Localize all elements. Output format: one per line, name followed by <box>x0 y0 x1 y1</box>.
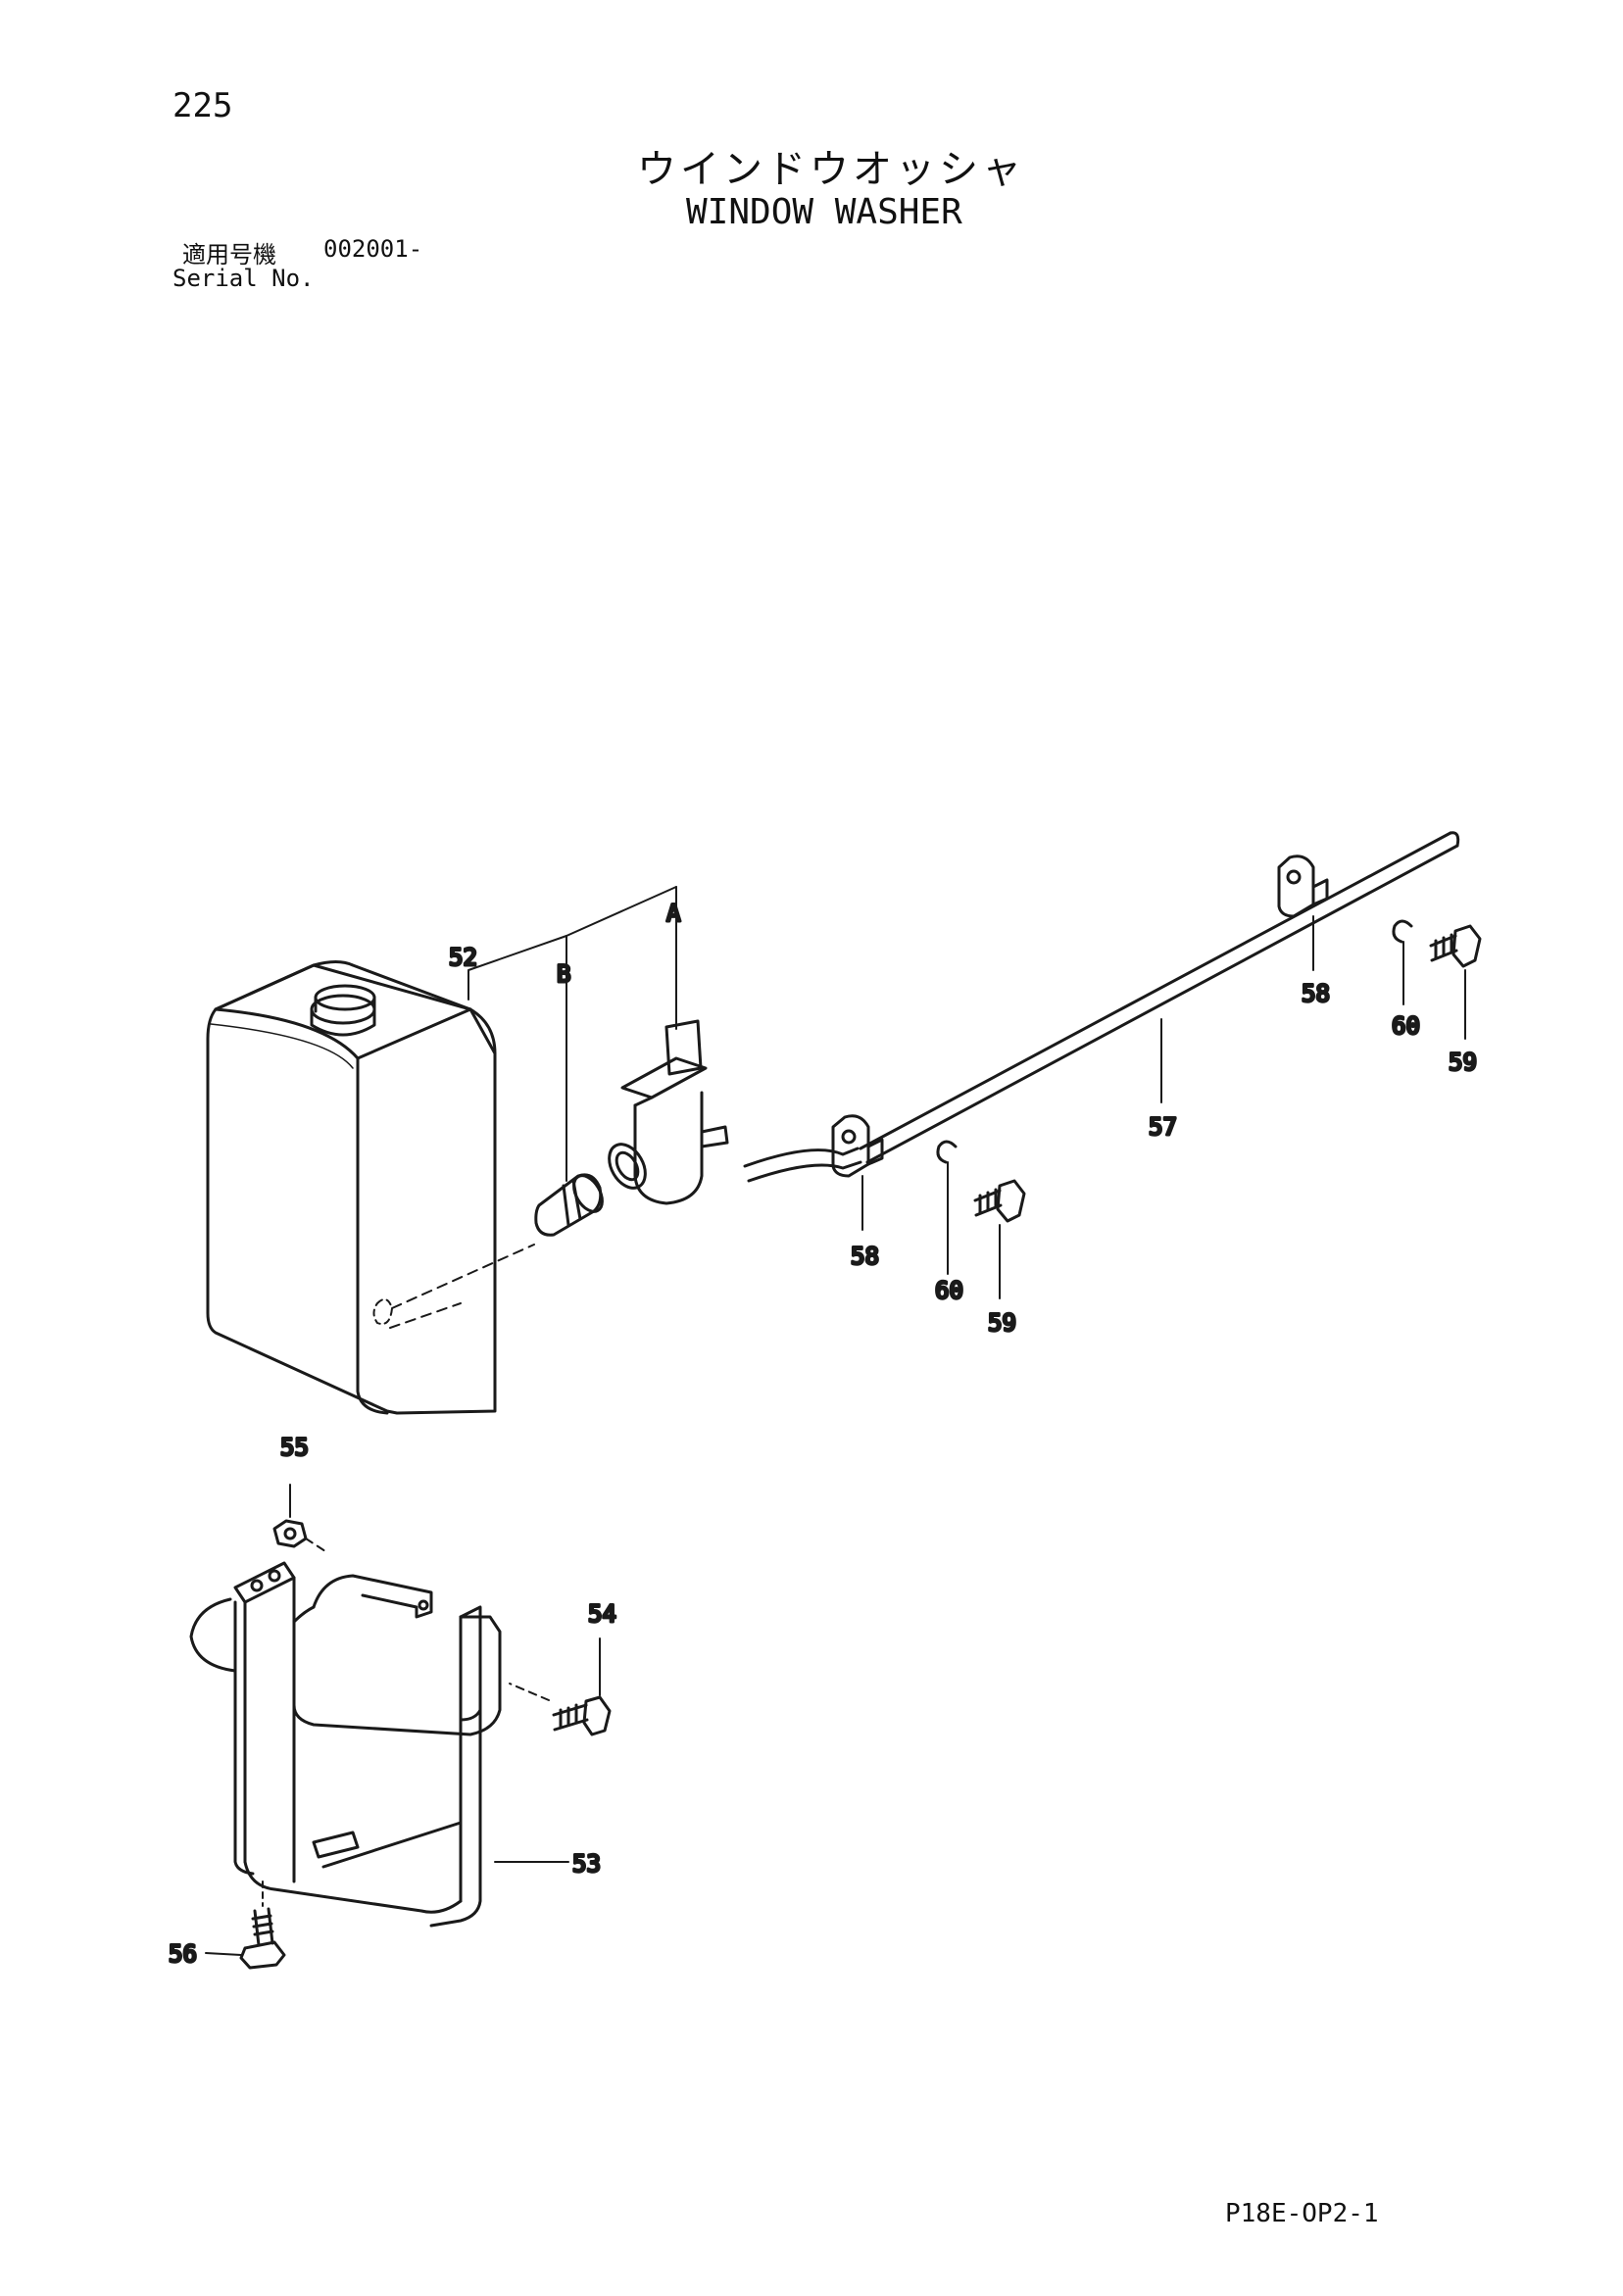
grommet <box>534 1173 604 1237</box>
callout-52: 52 <box>449 944 477 971</box>
sheet-code: P18E-OP2-1 <box>1225 2199 1379 2228</box>
hex-nut <box>272 1484 329 1554</box>
hose-clamp-upper <box>1277 855 1329 918</box>
mounting-bolt <box>509 1637 612 1736</box>
bolt-upper <box>1429 924 1482 968</box>
page-number: 225 <box>172 86 233 125</box>
callout-60-lower: 60 <box>935 1277 963 1304</box>
lock-washer-lower <box>936 1140 958 1164</box>
callout-58-upper: 58 <box>1302 980 1330 1007</box>
hose-clamp-lower <box>831 1114 884 1178</box>
callout-55: 55 <box>280 1434 309 1461</box>
callout-59-lower: 59 <box>988 1309 1016 1337</box>
callout-leaders-tank <box>467 886 677 1182</box>
callout-59-upper: 59 <box>1449 1049 1477 1076</box>
tank-bracket <box>189 1561 502 1928</box>
flange-bolt <box>205 1881 286 1970</box>
bolt-lower <box>973 1179 1026 1223</box>
washer-pump <box>608 1019 729 1205</box>
callout-56: 56 <box>169 1940 197 1968</box>
washer-tank <box>206 960 535 1415</box>
page-title-japanese: ウインドウオッシャ <box>637 147 1025 192</box>
callout-54: 54 <box>588 1600 616 1628</box>
callout-B: B <box>557 960 570 988</box>
callout-60-upper: 60 <box>1392 1012 1420 1040</box>
callout-A: A <box>666 900 681 927</box>
callout-57: 57 <box>1149 1113 1177 1141</box>
washer-hose <box>743 831 1460 1183</box>
serial-label-japanese: 適用号機 <box>182 241 276 269</box>
callout-leaders <box>494 915 1466 1863</box>
lock-washer-upper <box>1392 919 1413 944</box>
callout-58-lower: 58 <box>851 1243 879 1270</box>
serial-label: Serial No. <box>172 265 315 292</box>
callout-53: 53 <box>572 1850 601 1878</box>
serial-number-range: 002001- <box>323 235 423 263</box>
page-title: WINDOW WASHER <box>686 192 962 232</box>
